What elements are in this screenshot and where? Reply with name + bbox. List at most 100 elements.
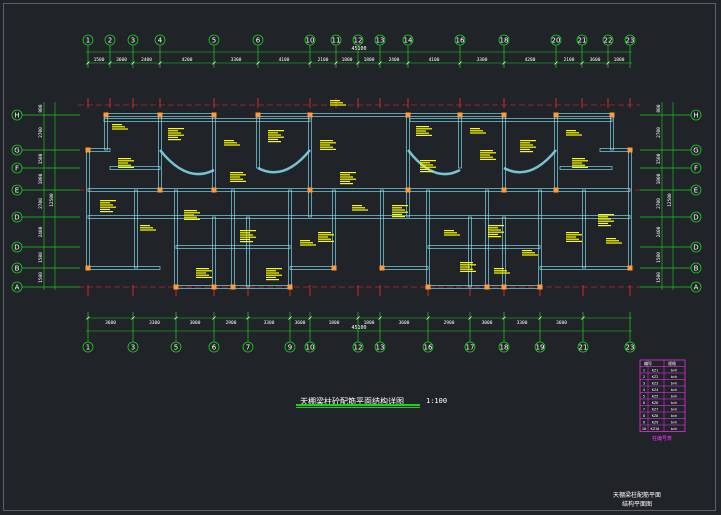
axis-number-top: 4 — [158, 37, 163, 45]
beam-annotation-text — [566, 130, 576, 132]
axis-bubble-bottom — [352, 341, 364, 353]
beam-annotation-text — [240, 241, 253, 243]
beam-annotation-text — [494, 268, 504, 270]
axis-bubble-bottom — [534, 341, 546, 353]
table-cell: KZ10 — [651, 427, 660, 431]
beam-annotation-text — [470, 132, 486, 134]
dim-tick — [581, 316, 585, 320]
dim-text-right: 800 — [656, 104, 662, 112]
dim-tick — [212, 61, 216, 65]
beam-annotation-text — [488, 236, 501, 238]
table-cell: b×h — [671, 421, 678, 425]
beam-annotation-text — [330, 100, 340, 102]
wall-horizontal — [103, 118, 311, 122]
beam-annotation-text — [340, 172, 356, 174]
beam-annotation-text — [100, 204, 113, 206]
beam-annotation-text — [598, 222, 608, 224]
title-underline — [296, 404, 420, 406]
wall-horizontal — [599, 148, 631, 152]
beam-annotation-text — [566, 238, 579, 240]
dim-tick — [458, 61, 462, 65]
beam-annotation-text — [118, 158, 131, 160]
dim-text-top: 4200 — [525, 57, 536, 63]
table-cell: 5 — [643, 395, 645, 399]
table-cell: 4 — [643, 388, 645, 392]
plan-title: 天棚梁柱砼配筋平面结构详图 — [300, 397, 404, 406]
axis-number-bottom: 17 — [466, 344, 475, 352]
dim-tick — [256, 61, 260, 65]
beam-annotation-text — [598, 225, 611, 227]
beam-annotation-text — [330, 102, 343, 104]
dim-tick — [356, 61, 360, 65]
beam-annotation-text — [224, 140, 234, 142]
beam-annotation-text — [480, 158, 496, 160]
table-cell: 9 — [643, 421, 645, 425]
axis-bubble-bottom — [127, 341, 139, 353]
dim-tick — [288, 316, 292, 320]
axis-letter-right: D — [693, 214, 698, 222]
axis-bubble-bottom — [577, 341, 589, 353]
beam-annotation-text — [100, 200, 116, 202]
beam-annotation-text — [460, 266, 470, 268]
beam-annotation-text — [340, 174, 350, 176]
dim-text-bottom: 2900 — [226, 320, 237, 326]
beam-annotation-text — [184, 210, 197, 212]
dim-text-bottom-total: 45100 — [351, 325, 366, 331]
wall-vertical — [332, 189, 336, 269]
axis-bubble-bottom — [170, 341, 182, 353]
beam-annotation-text — [240, 238, 250, 240]
beam-annotation-text — [230, 174, 246, 176]
wall-vertical — [231, 189, 235, 288]
table-cell: 2 — [643, 375, 645, 379]
beam-annotation-text — [598, 216, 608, 218]
dim-text-top: 2400 — [389, 57, 400, 63]
beam-annotation-text — [488, 227, 498, 229]
dim-tick — [426, 316, 430, 320]
beam-annotation-text — [392, 211, 408, 213]
axis-bubble-top — [154, 34, 166, 46]
beam-annotation-text — [420, 160, 436, 162]
beam-annotation-text — [100, 202, 110, 204]
table-cell: 10 — [642, 427, 646, 431]
beam-annotation-text — [318, 234, 334, 236]
beam-annotation-text — [460, 262, 473, 264]
dim-tick — [308, 316, 312, 320]
wall-vertical — [104, 114, 108, 151]
axis-letter-right: A — [694, 284, 699, 292]
axis-bubble-left — [11, 211, 23, 223]
axis-number-top: 6 — [256, 37, 261, 45]
dim-text-bottom: 2900 — [444, 320, 455, 326]
dim-text-top: 2100 — [564, 57, 575, 63]
axis-bubble-top — [454, 34, 466, 46]
beam-annotation-text — [598, 220, 614, 222]
dim-tick — [108, 61, 112, 65]
column — [501, 284, 507, 290]
table-cell: 8 — [643, 414, 645, 418]
beam-annotation-text — [480, 152, 496, 154]
dim-tick — [606, 61, 610, 65]
beam-annotation-text — [224, 144, 240, 146]
dim-tick — [334, 61, 338, 65]
dim-text-left: 1500 — [38, 272, 44, 283]
beam-annotation-text — [168, 128, 184, 130]
dim-text-left: 2400 — [38, 226, 44, 237]
wall-horizontal — [555, 113, 613, 117]
beam-annotation-text — [488, 233, 498, 235]
beam-annotation-text — [168, 136, 178, 138]
wall-vertical — [246, 216, 250, 288]
beam-annotation-text — [460, 264, 476, 266]
axis-bubble-right — [690, 281, 702, 293]
axis-bubble-bottom — [242, 341, 254, 353]
axis-bubble-top — [208, 34, 220, 46]
beam-annotation-text — [320, 142, 336, 144]
wall-vertical — [406, 114, 410, 218]
dim-text-bottom: 3000 — [190, 320, 201, 326]
axis-letter-right: E — [694, 187, 698, 195]
beam-annotation-text — [520, 148, 530, 150]
wall-horizontal — [257, 113, 311, 117]
column — [287, 284, 293, 290]
column — [553, 112, 559, 118]
wall-vertical — [288, 189, 292, 288]
